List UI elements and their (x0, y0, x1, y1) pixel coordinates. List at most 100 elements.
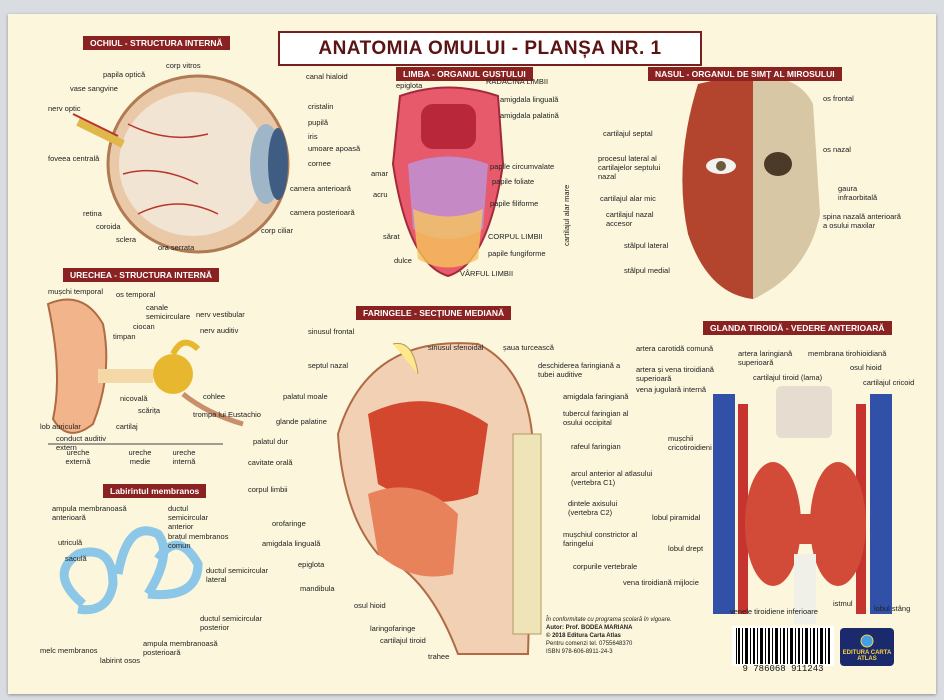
label-pharynx: dintele axisului (vertebra C2) (568, 499, 618, 517)
anatomy-poster: ANATOMIA OMULUI - PLANȘA NR. 1 (8, 14, 936, 694)
label-tongue: VÂRFUL LIMBII (460, 269, 514, 278)
label-ear: conduct auditiv extern (56, 434, 107, 452)
label-ear: canale semicirculare (146, 303, 191, 321)
label-pharynx: septul nazal (308, 361, 349, 370)
section-title-ear: URECHEA - STRUCTURA INTERNĂ (63, 268, 219, 282)
barcode-number: 9 786068 911243 (742, 664, 824, 674)
label-nose: stâlpul lateral (624, 241, 669, 250)
label-thyroid: vena tiroidiană mijlocie (623, 578, 699, 587)
label-thyroid: vena jugulară internă (636, 385, 707, 394)
label-pharynx: cartilajul tiroid (380, 636, 426, 645)
label-thyroid: istmul (833, 599, 853, 608)
label-pharynx: șaua turcească (503, 343, 554, 352)
label-eye: coroida (96, 222, 121, 231)
poster-title-box: ANATOMIA OMULUI - PLANȘA NR. 1 (278, 31, 702, 66)
label-thyroid: artera și vena tiroidiană superioară (636, 365, 714, 383)
label-pharynx: amigdala linguală (262, 539, 321, 548)
label-labyrinth: utriculă (58, 538, 83, 547)
label-thyroid: osul hioid (850, 363, 882, 372)
label-labyrinth: saculă (65, 554, 87, 563)
label-eye: retina (83, 209, 102, 218)
label-tongue: papile foliate (492, 177, 535, 186)
label-pharynx: sinusul sfenoidal (428, 343, 484, 352)
label-ear: ureche medie (128, 448, 152, 466)
label-tongue: epiglota (396, 81, 423, 90)
label-labyrinth: ductul semicircular anterior (168, 504, 209, 531)
label-pharynx: tubercul faringian al osului occipital (563, 409, 629, 427)
section-title-pharynx: FARINGELE - SECȚIUNE MEDIANĂ (356, 306, 512, 320)
label-tongue: amar (371, 169, 389, 178)
face-illustration (682, 75, 820, 299)
label-labyrinth: labirint osos (100, 656, 141, 665)
label-thyroid: membrana tirohioidiană (808, 349, 887, 358)
label-pharynx: corpul limbii (248, 485, 288, 494)
label-tongue: CORPUL LIMBII (488, 232, 543, 241)
label-nose: os nazal (823, 145, 851, 154)
label-ear: mușchi temporal (48, 287, 104, 296)
label-labyrinth: ampula membranoasă anterioară (52, 504, 127, 522)
publisher-name: EDITURA CARTA ATLAS (842, 650, 892, 662)
label-nose: cartilajul alar mare (562, 184, 571, 246)
label-tongue: amigdala linguală (500, 95, 559, 104)
label-eye: cristalin (308, 102, 334, 111)
label-thyroid: lobul stâng (874, 604, 911, 613)
label-pharynx: rafeul faringian (571, 442, 621, 451)
label-thyroid: lobul drept (668, 544, 704, 553)
label-ear: cohlee (203, 392, 226, 401)
label-nose: cartilajul alar mic (600, 194, 656, 203)
label-thyroid: artera laringiană superioară (738, 349, 793, 367)
label-ear: timpan (113, 332, 136, 341)
label-eye: sclera (116, 235, 137, 244)
label-thyroid: cartilajul tiroid (lama) (753, 373, 823, 382)
label-pharynx: glande palatine (276, 417, 327, 426)
label-ear: scărița (138, 406, 161, 415)
label-ear: os temporal (116, 290, 156, 299)
label-tongue: papile circumvalate (490, 162, 555, 171)
label-nose: os frontal (823, 94, 854, 103)
globe-icon (860, 634, 874, 648)
label-nose: spina nazală anterioară a osului maxilar (823, 212, 901, 230)
orders-phone: Pentru comenzi tel. 0755648370 (546, 641, 633, 647)
label-pharynx: palatul dur (253, 437, 289, 446)
publication-info: În conformitate cu programa școlară în v… (546, 616, 726, 656)
label-eye: nerv optic (48, 104, 81, 113)
label-thyroid: artera carotidă comună (636, 344, 714, 353)
label-pharynx: epiglota (298, 560, 325, 569)
label-ear: ciocan (133, 322, 155, 331)
label-nose: cartilajul nazal accesor (606, 210, 654, 228)
label-labyrinth: ductul semicircular lateral (206, 566, 269, 584)
label-tongue: RĂDĂCINA LIMBII (486, 77, 549, 86)
poster-title: ANATOMIA OMULUI - PLANȘA NR. 1 (318, 37, 662, 59)
label-eye: vase sangvine (70, 84, 118, 93)
label-pharynx: osul hioid (354, 601, 386, 610)
label-tongue: acru (373, 190, 388, 199)
label-thyroid: mușchii cricotiroidieni (668, 434, 712, 452)
eye-illustration (72, 74, 290, 254)
label-ear: ureche internă (172, 448, 196, 466)
section-title-labyrinth: Labirintul membranos (103, 484, 207, 498)
label-eye: papila optică (103, 70, 146, 79)
label-eye: canal hialoid (306, 72, 348, 81)
label-ear: cartilaj (116, 422, 138, 431)
label-ear: nicovală (120, 394, 148, 403)
section-title-eye: OCHIUL - STRUCTURA INTERNĂ (83, 36, 230, 50)
copyright: © 2018 Editura Carta Atlas (546, 633, 621, 639)
label-pharynx: laringofaringe (370, 624, 416, 633)
label-nose: cartilajul septal (603, 129, 653, 138)
label-tongue: papile fungiforme (488, 249, 546, 258)
label-pharynx: deschiderea faringiană a tubei auditive (538, 361, 621, 379)
label-pharynx: mușchiul constrictor al faringelui (563, 530, 638, 548)
label-eye: corp ciliar (261, 226, 294, 235)
ear-illustration (46, 298, 244, 445)
label-pharynx: palatul moale (283, 392, 328, 401)
label-pharynx: cavitate orală (248, 458, 293, 467)
label-nose: gaura infraorbitală (838, 184, 878, 202)
section-title-tongue: LIMBA - ORGANUL GUSTULUI (396, 67, 533, 81)
label-eye: corp vitros (166, 61, 201, 70)
author: Autor: Prof. BODEA MARIANA (546, 625, 633, 631)
label-nose: stâlpul medial (624, 266, 670, 275)
label-eye: iris (308, 132, 318, 141)
label-nose: procesul lateral al cartilajelor septulu… (598, 154, 661, 181)
label-thyroid: cartilajul cricoid (863, 378, 915, 387)
label-eye: ora serrata (158, 243, 195, 252)
